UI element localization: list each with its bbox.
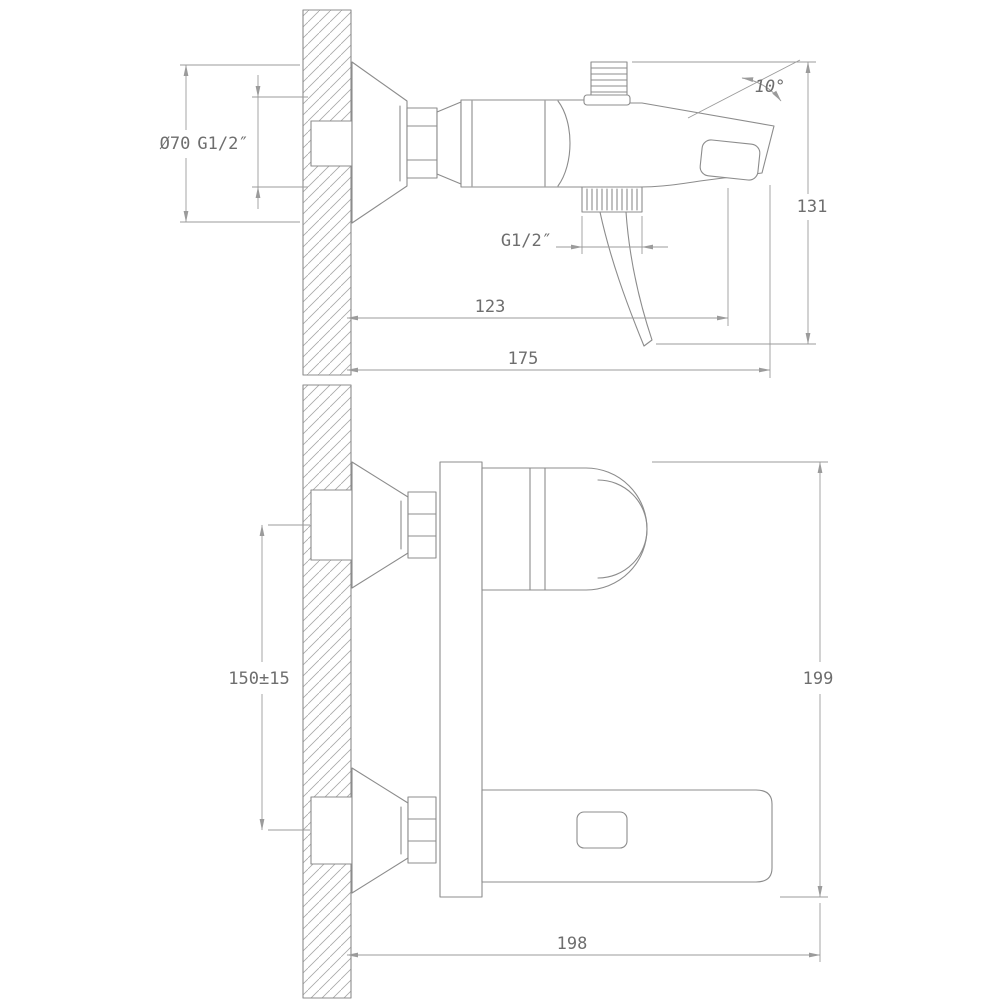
wall-pipe [310, 120, 353, 167]
dim-overall-height-front: 199 [652, 461, 834, 898]
front-view: 150±15 199 198 [228, 384, 834, 999]
faucet-side-view [310, 61, 775, 347]
dim-label-wall-thread: G1/2″ [197, 134, 248, 154]
side-view: 10° Ø70 G1/2″ 131 G1/2″ [160, 9, 828, 378]
escutcheon-upper [351, 461, 409, 589]
dim-overall-reach: 175 [346, 185, 771, 378]
handle-lever [599, 211, 653, 347]
escutcheon-lower [351, 767, 409, 894]
escutcheon [351, 61, 408, 224]
dim-label-overall-depth: 198 [557, 934, 588, 954]
shower-outlet-threads [590, 67, 628, 93]
hose-connector-threads [586, 188, 638, 211]
faucet-front-view [310, 461, 773, 898]
mounting-nut-upper [407, 491, 437, 559]
dim-label-spout-angle: 10° [755, 77, 786, 97]
dim-reach-to-handle: 123 [346, 188, 729, 326]
body-plate [439, 461, 483, 898]
wall-section-lower [302, 384, 352, 999]
mounting-nut-lower [407, 796, 437, 864]
dim-label-reach-to-handle: 123 [475, 297, 506, 317]
dim-hose-thread: G1/2″ [501, 216, 668, 254]
outlet-collar [583, 94, 631, 106]
mounting-nut [406, 107, 438, 179]
dim-inlet-spacing: 150±15 [228, 524, 310, 831]
wall-section-upper [302, 9, 352, 376]
wall-pipe-upper [310, 489, 353, 561]
dim-label-flange-diameter: Ø70 [160, 134, 191, 154]
aerator [699, 139, 761, 181]
dim-flange-diameter: Ø70 [160, 64, 300, 223]
dim-label-inlet-spacing: 150±15 [228, 669, 289, 689]
dim-label-overall-height-side: 131 [797, 197, 828, 217]
dim-overall-height-side: 131 [632, 61, 828, 345]
waterfall-opening [576, 811, 628, 849]
dim-overall-depth: 198 [346, 903, 821, 962]
dim-label-overall-height-front: 199 [803, 669, 834, 689]
dim-label-hose-thread: G1/2″ [501, 231, 552, 251]
wall-pipe-lower [310, 796, 353, 865]
adapter-cone [436, 101, 462, 185]
dim-label-overall-reach: 175 [508, 349, 539, 369]
dim-spout-angle: 10° [687, 59, 801, 119]
dim-wall-thread: G1/2″ [197, 75, 308, 209]
